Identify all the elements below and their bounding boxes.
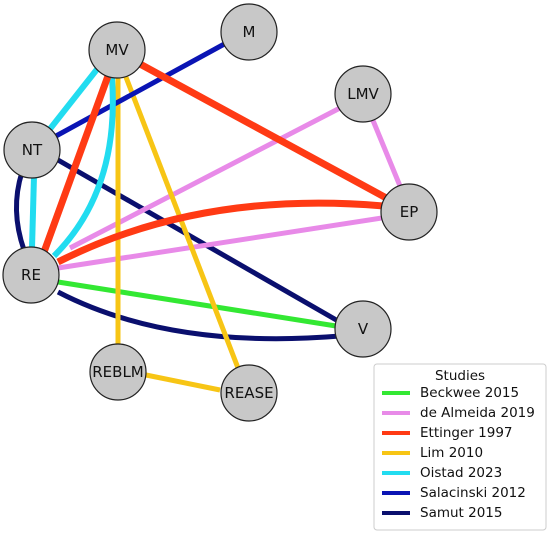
legend-title: Studies [435, 368, 485, 384]
edge-mv-re-ettinger [40, 74, 112, 254]
node-re[interactable]: RE [2, 246, 60, 304]
legend-label: Salacinski 2012 [420, 485, 526, 501]
node-label-nt: NT [22, 141, 43, 159]
edge-re-ep-dealmeida [57, 215, 383, 271]
legend-item: Ettinger 1997 [382, 425, 513, 441]
node-mv[interactable]: MV [88, 21, 146, 79]
edge-mv-ep-ettinger [138, 60, 392, 204]
legend-label: Samut 2015 [420, 505, 503, 521]
node-label-rease: REASE [224, 384, 273, 402]
legend-item: Oistad 2023 [382, 465, 502, 481]
legend-label: de Almeida 2019 [420, 405, 535, 421]
legend: Studies Beckwee 2015 de Almeida 2019 Ett… [373, 363, 547, 531]
legend-item: Lim 2010 [382, 445, 483, 461]
node-label-mv: MV [105, 41, 129, 59]
edge-reblm-rease-lim [145, 372, 221, 393]
edge-mv-nt-oistad [43, 66, 101, 136]
node-reblm[interactable]: REBLM [89, 343, 147, 401]
edge-re-lmv-dealmeida [68, 105, 342, 251]
node-lmv[interactable]: LMV [334, 65, 392, 123]
legend-label: Beckwee 2015 [420, 385, 519, 401]
edge-re-v-samut [56, 289, 341, 342]
legend-label: Oistad 2023 [420, 465, 502, 481]
node-label-m: M [243, 23, 256, 41]
legend-item: Samut 2015 [382, 505, 503, 521]
node-label-lmv: LMV [347, 85, 379, 103]
edge-lmv-ep-dealmeida [369, 117, 403, 187]
node-label-v: V [358, 320, 369, 338]
edge-nt-re-oistad [29, 175, 37, 249]
legend-label: Lim 2010 [420, 445, 483, 461]
node-v[interactable]: V [334, 300, 392, 358]
edge-nt-m-salacinski [54, 39, 230, 139]
node-nt[interactable]: NT [3, 121, 61, 179]
legend-item: de Almeida 2019 [382, 405, 535, 421]
node-label-re: RE [21, 266, 41, 284]
node-rease[interactable]: REASE [220, 364, 278, 422]
legend-item: Beckwee 2015 [382, 385, 519, 401]
edge-re-ep-ettinger [56, 199, 385, 266]
legend-box [373, 363, 547, 531]
edge-mv-re-oistad [51, 77, 116, 259]
legend-item: Salacinski 2012 [382, 485, 526, 501]
edge-nt-re-samut [13, 171, 27, 251]
node-label-ep: EP [400, 203, 419, 221]
edge-re-v-beckwee [57, 279, 337, 329]
node-ep[interactable]: EP [380, 183, 438, 241]
node-m[interactable]: M [220, 3, 278, 61]
edge-nt-v-samut [56, 157, 347, 328]
node-label-reblm: REBLM [92, 363, 144, 381]
legend-label: Ettinger 1997 [420, 425, 513, 441]
